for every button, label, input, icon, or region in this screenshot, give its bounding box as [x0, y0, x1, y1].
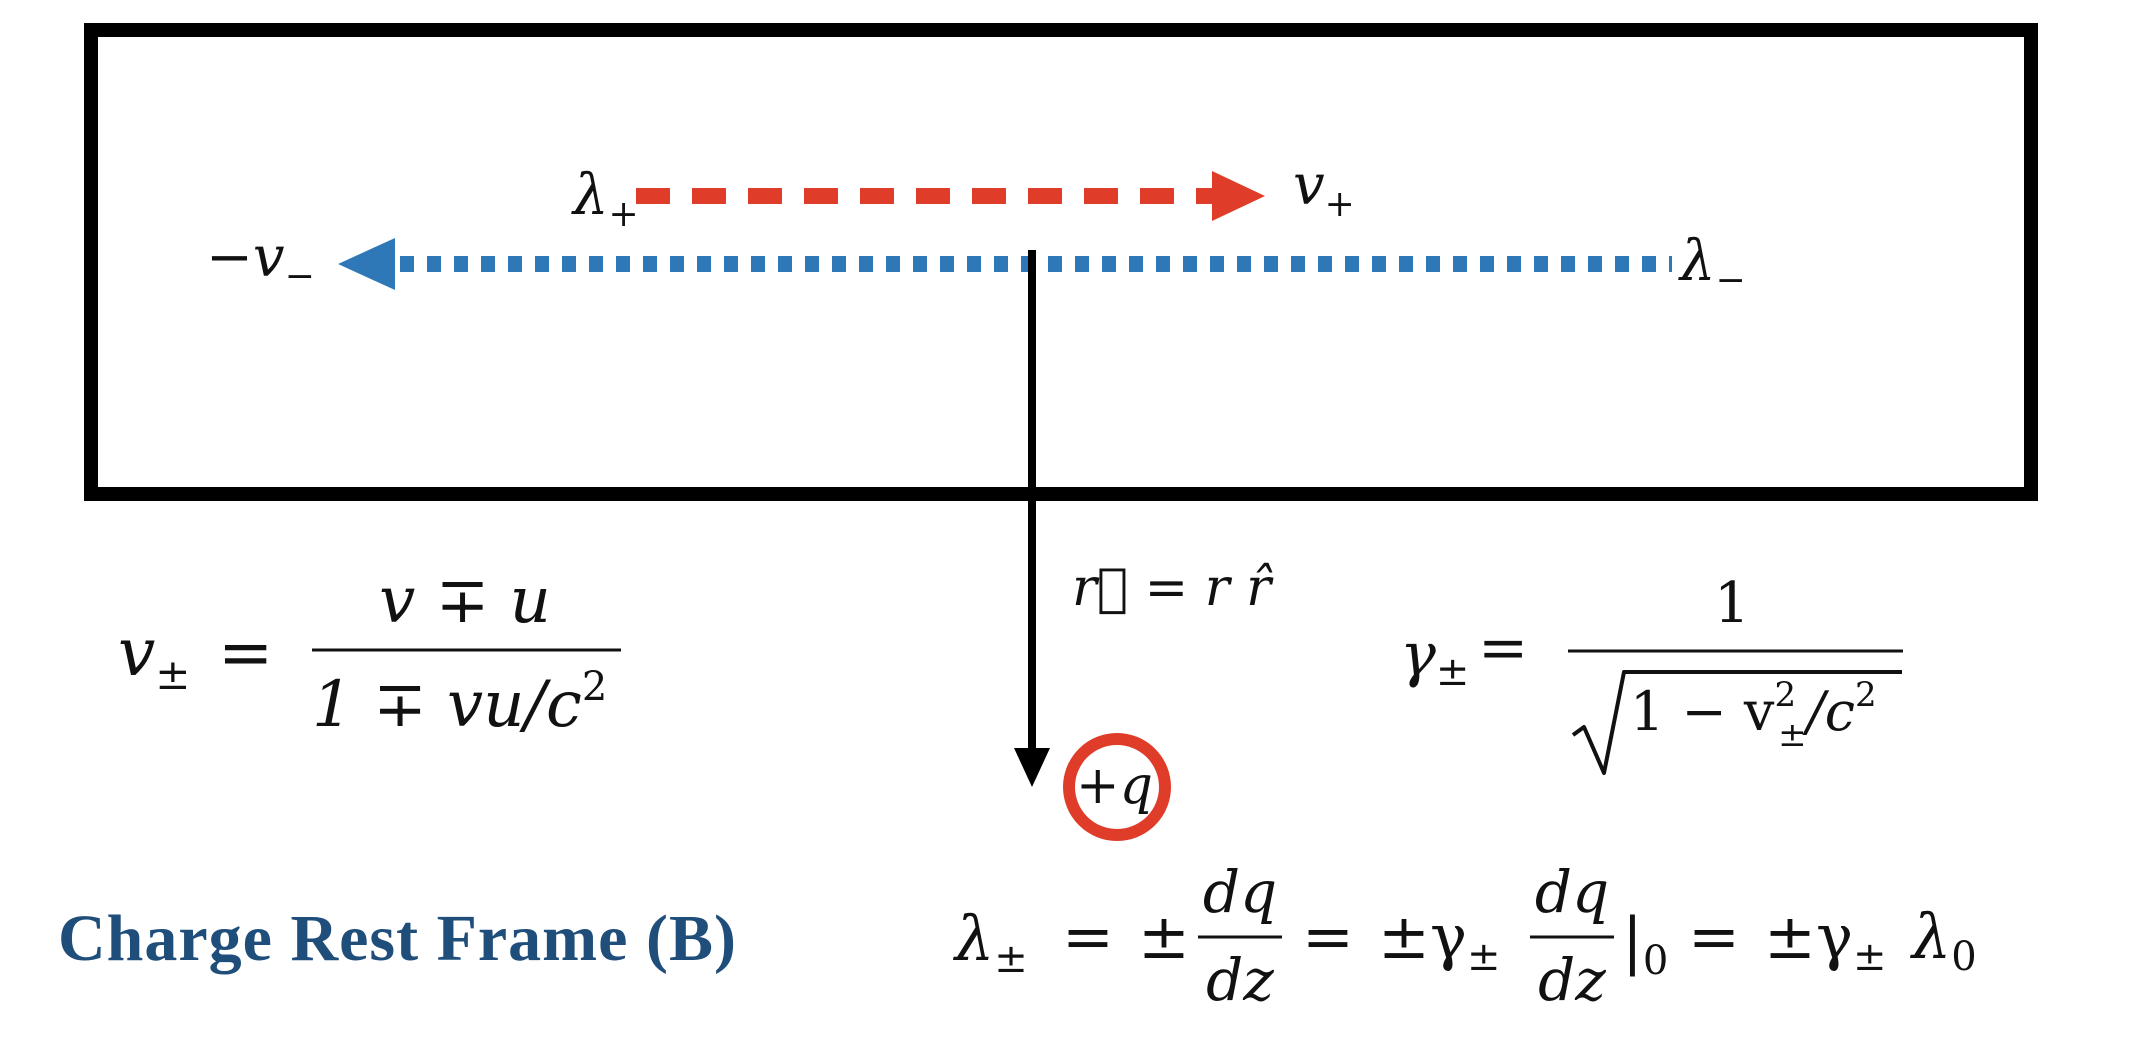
gamma-radicand: 1 − v2±/c2: [1630, 675, 1877, 755]
density-lambda0: λ0: [1909, 900, 1977, 980]
radical-sign: [1571, 670, 1902, 775]
frame-caption: Charge Rest Frame (B): [58, 902, 737, 975]
positive-charge-flow: [636, 171, 1265, 221]
positive-arrowhead: [1212, 171, 1265, 221]
radial-vector-arrowhead: [1014, 748, 1050, 787]
minus-v-minus-label: −v−: [206, 225, 315, 297]
velocity-denominator: 1 ∓ vu/c2: [312, 664, 607, 742]
density-pm1: ±: [1138, 900, 1190, 973]
velocity-lhs: v±: [118, 614, 191, 699]
gamma-numerator: 1: [1714, 571, 1750, 636]
wire-frame-box: [84, 23, 2038, 501]
lambda-plus-label: λ+: [571, 163, 639, 235]
density-pm3: ±γ±: [1764, 900, 1887, 980]
gamma-lhs: γ±: [1400, 620, 1469, 695]
r-vector-label: r⃗ = r r̂: [1072, 558, 1274, 618]
density-eq1: =: [1062, 900, 1114, 973]
gamma-equation: γ± = 1 1 − v2±/c2: [1400, 571, 1903, 775]
negative-charge-flow: [338, 238, 1672, 290]
density-eq3: =: [1688, 900, 1740, 973]
charge-circle: [1063, 733, 1171, 841]
v-plus-label: v+: [1293, 153, 1355, 225]
density-eq2: =: [1302, 900, 1354, 973]
density-pm2: ±γ±: [1378, 900, 1501, 980]
density-frac1-den: dz: [1206, 946, 1274, 1014]
velocity-equals: =: [218, 614, 273, 691]
gamma-equals: =: [1478, 613, 1528, 683]
density-equation: λ± = ± dq dz = ±γ± dq dz |0 = ±γ± λ0: [952, 858, 1977, 1014]
lambda-minus-label: λ−: [1678, 229, 1746, 301]
density-frac2-den: dz: [1538, 946, 1606, 1014]
velocity-equation: v± = v ∓ u 1 ∓ vu/c2: [118, 564, 621, 742]
negative-arrowhead: [338, 238, 395, 290]
density-eval: |0: [1622, 904, 1668, 984]
charge-label: +q: [1076, 756, 1153, 816]
density-frac2-num: dq: [1535, 858, 1609, 926]
velocity-numerator: v ∓ u: [379, 564, 551, 638]
density-lhs: λ±: [952, 902, 1028, 982]
density-frac1-num: dq: [1203, 858, 1277, 926]
radial-vector: [1014, 250, 1050, 787]
